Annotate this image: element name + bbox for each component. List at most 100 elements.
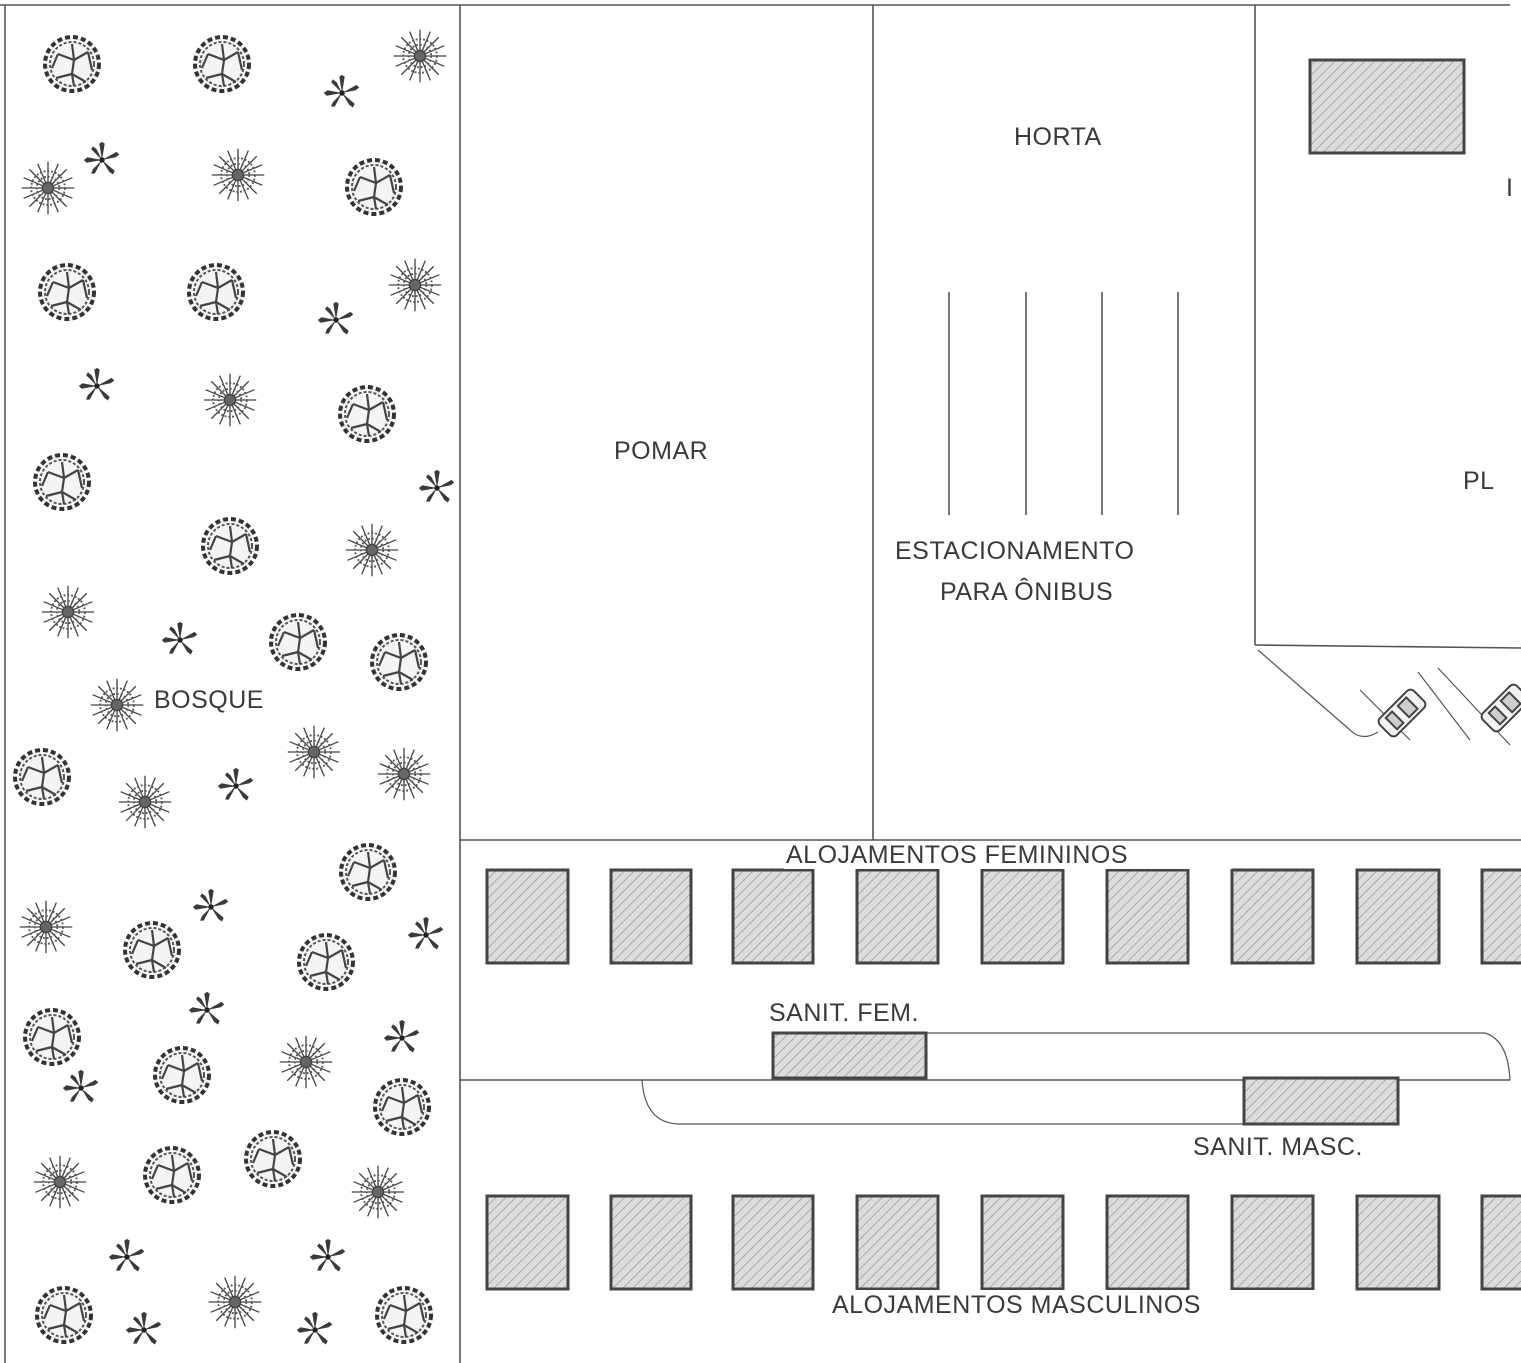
male-lodging [609,1194,693,1291]
radial-shrub-icon [207,1274,263,1330]
palm-icon [161,621,198,655]
label-pomar: POMAR [614,437,708,465]
radial-shrub-icon [387,257,443,313]
palm-icon [125,1311,162,1345]
round-tree-icon [373,1078,431,1136]
car-icon [1480,683,1521,733]
round-tree-icon [339,843,397,901]
radial-shrub-icon [392,28,448,84]
label-bosque: BOSQUE [154,686,264,714]
radial-shrub-icon [202,372,258,428]
radial-shrub-icon [210,147,266,203]
radial-shrub-icon [278,1034,334,1090]
round-tree-icon [187,263,245,321]
palm-icon [383,1019,420,1053]
palm-icon [62,1069,99,1103]
path-sanit-fem [926,1032,1511,1081]
label-cut-mid: PL [1463,467,1495,495]
round-tree-icon [297,933,355,991]
round-tree-icon [43,35,101,93]
label-estacionamento-1: ESTACIONAMENTO [895,537,1134,565]
car-icon [1377,688,1427,738]
round-tree-icon [370,633,428,691]
sanit-fem-building [771,1031,928,1080]
female-lodging [609,868,693,965]
palm-icon [108,1238,145,1272]
round-tree-icon [201,517,259,575]
label-cut-top: I [1506,174,1513,202]
round-tree-icon [269,613,327,671]
palm-icon [418,469,455,503]
palm-icon [192,888,229,922]
parked-cars [1377,683,1521,738]
female-lodging [485,868,570,965]
palm-icon [296,1311,333,1345]
female-lodging [1105,868,1190,965]
round-tree-icon [338,385,396,443]
label-sanit-fem: SANIT. FEM. [769,999,919,1027]
label-alojamentos-femininos: ALOJAMENTOS FEMININOS [786,841,1128,869]
male-lodging [980,1194,1065,1291]
round-tree-icon [23,1008,81,1066]
path-sanit-masc [641,1079,1244,1125]
radial-shrub-icon [286,724,342,780]
round-tree-icon [193,35,251,93]
radial-shrub-icon [344,522,400,578]
male-lodging [855,1194,940,1291]
map-labels: BOSQUE POMAR HORTA ESTACIONAMENTO PARA Ô… [148,123,1513,1319]
label-horta: HORTA [1014,123,1102,151]
radial-shrub-icon [89,677,145,733]
female-lodging [855,868,940,965]
radial-shrub-icon [117,774,173,830]
female-lodging [731,868,815,965]
round-tree-icon [244,1130,302,1188]
female-lodging [980,868,1065,965]
round-tree-icon [345,158,403,216]
building-top-right [1308,58,1466,155]
round-tree-icon [123,921,181,979]
radial-shrub-icon [376,746,432,802]
female-lodging [1230,868,1315,965]
car-bay-lines [1359,667,1511,746]
palm-icon [217,767,254,801]
male-lodging [1480,1194,1521,1291]
round-tree-icon [375,1286,433,1344]
parking-curve [1257,649,1379,738]
palm-icon [188,991,225,1025]
male-lodging [731,1194,815,1291]
palm-icon [323,74,360,108]
female-lodgings [485,868,1521,965]
male-lodging [485,1194,570,1291]
radial-shrub-icon [32,1154,88,1210]
male-lodging [1230,1194,1315,1291]
radial-shrub-icon [20,160,76,216]
alojamentos-femininos-label-bg [784,841,1232,869]
round-tree-icon [35,1286,93,1344]
male-lodgings [485,1194,1521,1291]
label-estacionamento-2: PARA ÔNIBUS [940,577,1113,606]
male-lodging [1105,1194,1190,1291]
palm-icon [317,301,354,335]
label-sanit-masc: SANIT. MASC. [1193,1133,1363,1161]
round-tree-icon [13,748,71,806]
palm-icon [83,141,120,175]
round-tree-icon [33,453,91,511]
plan-outlines [0,4,1521,1363]
radial-shrub-icon [350,1164,406,1220]
plaza-edge [1254,644,1521,649]
female-lodging [1480,868,1521,965]
female-lodging [1355,868,1441,965]
bosque-label-bg [148,684,300,714]
male-lodging [1355,1194,1441,1291]
palm-icon [309,1238,346,1272]
radial-shrub-icon [40,584,96,640]
alojamentos-masculinos-label-bg [828,1290,1316,1318]
palm-icon [407,916,444,950]
buildings [485,58,1521,1291]
label-alojamentos-masculinos: ALOJAMENTOS MASCULINOS [832,1291,1201,1319]
palm-icon [78,367,115,401]
round-tree-icon [143,1146,201,1204]
radial-shrub-icon [18,899,74,955]
sanit-masc-building [1242,1076,1400,1126]
